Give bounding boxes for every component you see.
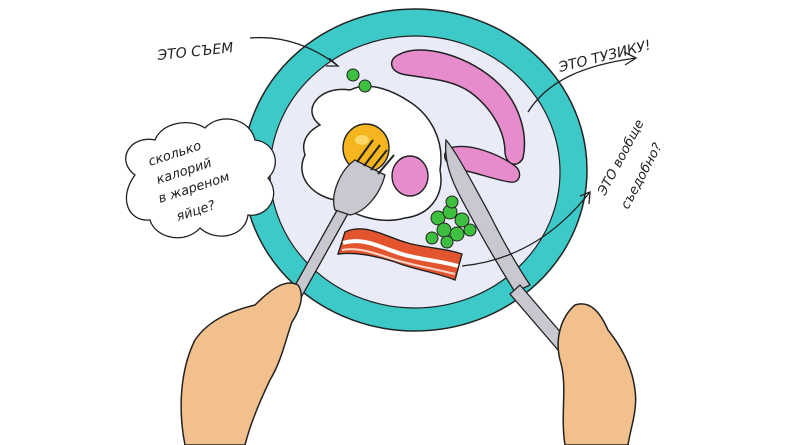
sausage-icon [390, 49, 526, 165]
peas-pile-icon [425, 195, 477, 249]
arrow-bacon-icon [461, 191, 591, 267]
hand-right-icon [557, 303, 637, 445]
bacon-icon [337, 228, 463, 281]
fork-icon [287, 139, 395, 304]
arrow-peas-icon [249, 36, 340, 67]
label-sausage: ЭТО ТУЗИКУ! [556, 38, 652, 77]
sausage-bite-icon [391, 155, 429, 197]
hand-icon [180, 282, 303, 445]
thought-cloud-icon [125, 118, 276, 239]
arrow-sausage-icon [527, 51, 638, 113]
label-peas: ЭТО СЪЕМ [156, 40, 234, 64]
peas-icon [346, 68, 372, 93]
